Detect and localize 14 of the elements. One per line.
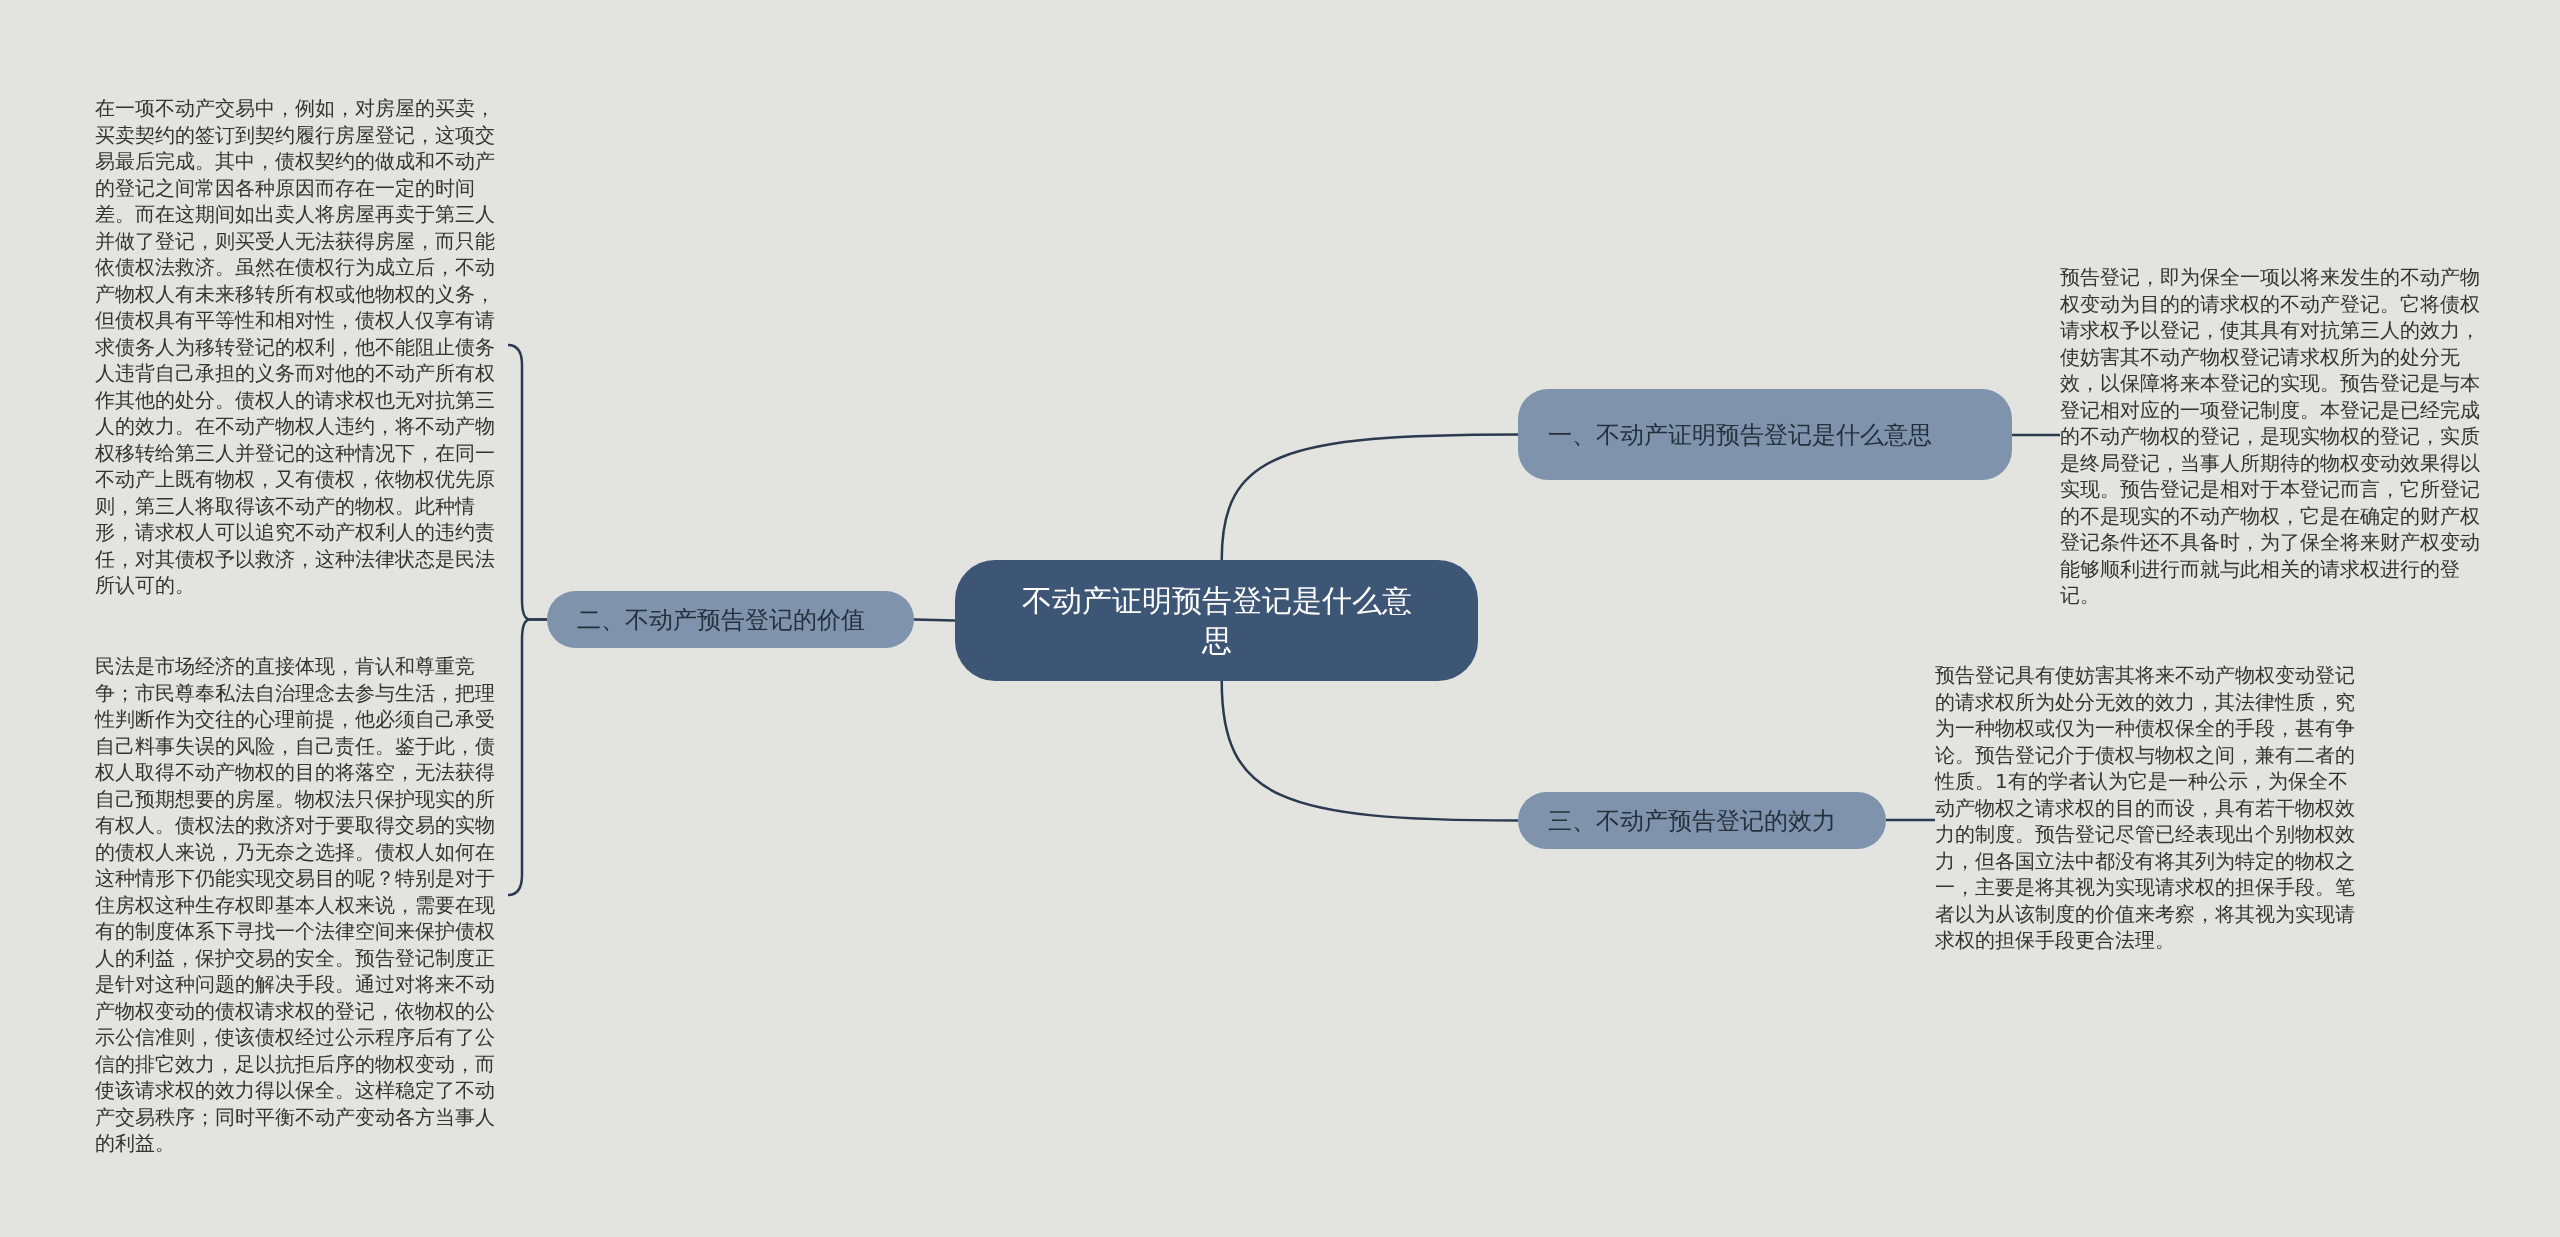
connector-line (1886, 818, 1935, 822)
paragraph-text: 民法是市场经济的直接体现，肯认和尊重竞争；市民尊奉私法自治理念去参与生活，把理性判断作为交往的心理前提，他必须自己承受自己料事失误的风险，自己责任。鉴于此，债权人取得不动产物权的目的将落空，无法获得自己预期想要的房屋。物权法只保护现实的所有权人。债权法的救济对于要取得交易的实物的债权人来说，乃无奈之选择。债权人如何在这种情形下仍能实现交易目的呢？特别是对于住房权这种生存权即基本人权来说，需要在现有的制度体系下寻找一个法律空间来保护债权人的利益，保护交易的安全。预告登记制度正是针对这种问题的解决手段。通过对将来不动产物权变动的债权请求权的登记，依物权的公示公信准则，使该债权经过公示程序后有了公信的排它效力，足以抗拒后序的物权变动，而使该请求权的效力得以保全。这样稳定了不动产交易秩序；同时平衡不动产变动各方当事人的利益。 (95, 653, 508, 1157)
connector-line (2012, 433, 2060, 437)
paragraph-text: 预告登记，即为保全一项以将来发生的不动产物权变动为目的的请求权的不动产登记。它将债权请求权予以登记，使其具有对抗第三人的效力，使妨害其不动产物权登记请求权所为的处分无效，以保障将来本登记的实现。预告登记是与本登记相对应的一项登记制度。本登记是已经完成的不动产物权的登记，是现实物权的登记，实质是终局登记，当事人所期待的物权变动效果得以实现。预告登记是相对于本登记而言，它所登记的不是现实的不动产物权，它是在确定的财产权登记条件还不具备时，为了保全将来财产权变动能够顺利进行而就与此相关的请求权进行的登记。 (2060, 264, 2480, 609)
bracket-line (507, 618, 547, 897)
central-topic: 不动产证明预告登记是什么意思 (955, 560, 1478, 681)
connector-line (913, 618, 956, 622)
paragraph-text: 在一项不动产交易中，例如，对房屋的买卖，买卖契约的签订到契约履行房屋登记，这项交易最后完成。其中，债权契约的做成和不动产的登记之间常因各种原因而存在一定的时间差。而在这期间如出卖人将房屋再卖于第三人并做了登记，则买受人无法获得房屋，而只能依债权法救济。虽然在债权行为成立后，不动产物权人有未来移转所有权或他物权的义务，但债权具有平等性和相对性，债权人仅享有请求债务人为移转登记的权利，他不能阻止债务人违背自己承担的义务而对他的不动产所有权作其他的处分。债权人的请求权也无对抗第三人的效力。在不动产物权人违约，将不动产物权移转给第三人并登记的这种情况下，在同一不动产上既有物权，又有债权，依物权优先原则，第三人将取得该不动产的物权。此种情形，请求权人可以追究不动产权利人的违约责任，对其债权予以救济，这种法律状态是民法所认可的。 (95, 95, 508, 599)
paragraph-text: 预告登记具有使妨害其将来不动产物权变动登记的请求权所为处分无效的效力，其法律性质，究为一种物权或仅为一种债权保全的手段，甚有争论。预告登记介于债权与物权之间，兼有二者的性质。1有的学者认为它是一种公示，为保全不动产物权之请求权的目的而设，具有若干物权效力的制度。预告登记尽管已经表现出个别物权效力，但各国立法中都没有将其列为特定的物权之一，主要是将其视为实现请求权的担保手段。笔者以为从该制度的价值来考察，将其视为实现请求权的担保手段更合法理。 (1935, 662, 2355, 954)
topic-pill: 三、不动产预告登记的效力 (1518, 792, 1886, 849)
topic-pill: 一、不动产证明预告登记是什么意思 (1518, 389, 2012, 480)
topic-pill: 二、不动产预告登记的价值 (547, 591, 914, 648)
connector-line (1220, 680, 1518, 822)
connector-line (1220, 433, 1518, 561)
